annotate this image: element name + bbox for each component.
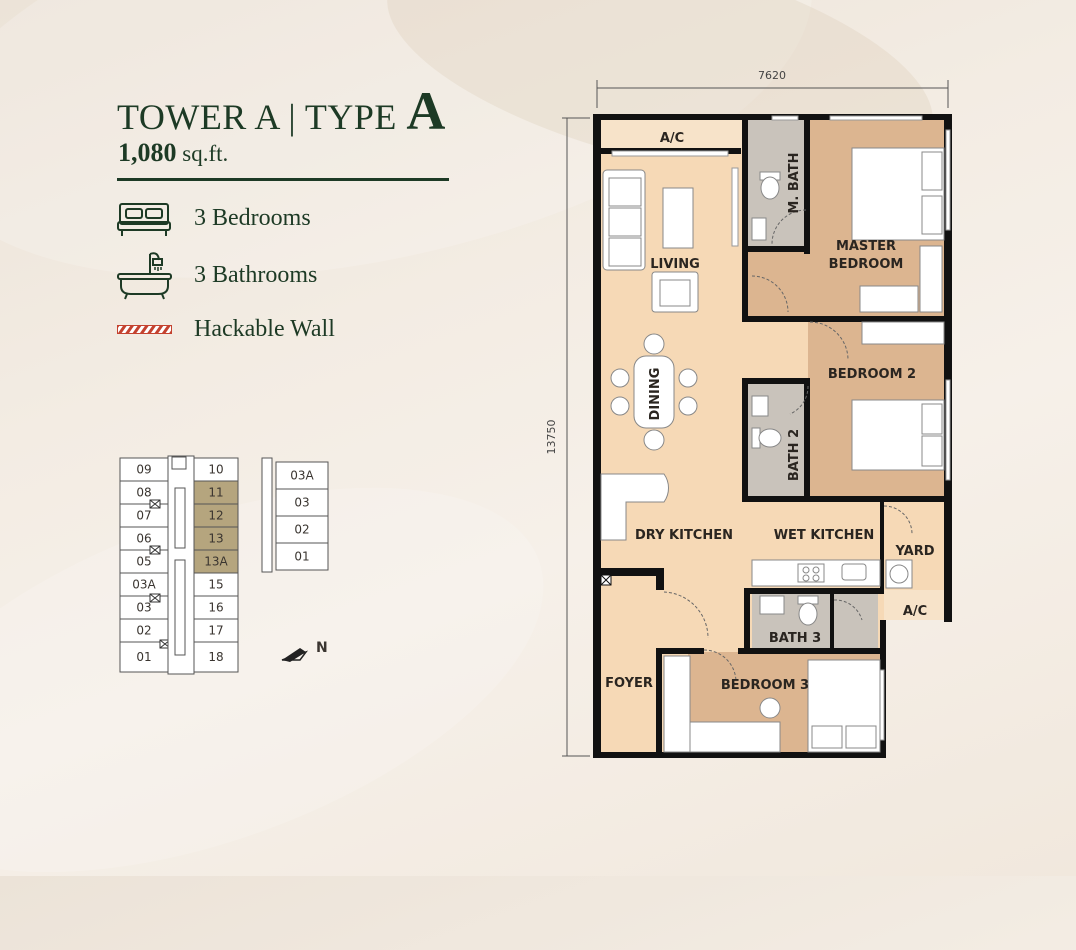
keyplan-unit-label: 01	[136, 650, 151, 664]
room-label-bedroom3: BEDROOM 3	[721, 678, 809, 693]
keyplan-unit-cell	[275, 542, 329, 571]
title-prefix: TOWER A | TYPE	[117, 97, 397, 137]
keyplan-unit-label: 03	[136, 601, 151, 615]
bathtub-icon	[117, 250, 172, 300]
door-swings	[663, 209, 913, 683]
room-label-wet-kitchen: WET KITCHEN	[774, 528, 875, 543]
keyplan-unit-label: 03A	[132, 578, 156, 592]
armchair-icon	[651, 271, 699, 313]
core-shaft	[174, 487, 186, 549]
keyplan-unit-label: 13	[208, 532, 223, 546]
basin-icon	[751, 395, 769, 417]
master-bedroom-floor	[748, 252, 810, 316]
page-title: TOWER A | TYPE A	[117, 80, 446, 142]
keyplan-unit-label: 01	[294, 550, 309, 564]
keyplan-unit-label: 09	[136, 463, 151, 477]
keyplan-shaft-cross	[149, 499, 161, 509]
keyplan-unit-label: 02	[294, 523, 309, 537]
keyplan-unit-cell	[275, 488, 329, 517]
toilet-icon	[759, 171, 781, 200]
feature-bathrooms: 3 Bathrooms	[117, 250, 317, 300]
unit-area: 1,080 sq.ft.	[118, 138, 228, 168]
core-lift	[171, 456, 187, 470]
room-label-ac-bottom: A/C	[903, 604, 927, 619]
toilet-icon	[797, 595, 819, 626]
bed-icon	[851, 399, 945, 471]
keyplan-unit-label: 12	[208, 509, 223, 523]
wardrobe-icon	[861, 321, 945, 345]
keyplan-unit-label: 05	[136, 555, 151, 569]
north-label: N	[316, 640, 328, 656]
hackable-wall-icon	[117, 324, 172, 336]
wet-kitchen-counter-icon	[751, 559, 881, 587]
keyplan-unit-label: 13A	[204, 555, 228, 569]
keyplan-unit-label: 08	[136, 486, 151, 500]
keyplan-unit-label: 11	[208, 486, 223, 500]
bed-icon	[807, 659, 881, 753]
keyplan-unit-label: 03A	[290, 469, 314, 483]
north-arrow-icon	[281, 648, 309, 662]
kitchen-island-icon	[600, 473, 670, 541]
floor-plan: 7620 13750	[545, 69, 952, 758]
ac-ledge	[884, 590, 944, 620]
keyplan-unit-label: 06	[136, 532, 151, 546]
wardrobe-icon	[859, 245, 943, 313]
room-label-dining: DINING	[648, 368, 663, 421]
core-shaft	[174, 559, 186, 656]
toilet-icon	[751, 427, 782, 449]
keyplan-unit-label: 10	[208, 463, 223, 477]
side-core	[261, 457, 273, 573]
keyplan-unit-cell	[275, 461, 329, 490]
room-label-living: LIVING	[650, 257, 700, 272]
room-label-foyer: FOYER	[605, 676, 653, 691]
basin-icon	[759, 595, 785, 615]
keyplan-unit-label: 18	[208, 650, 223, 664]
area-unit: sq.ft.	[182, 141, 229, 166]
keyplan-unit-label: 16	[208, 601, 223, 615]
bed-icon	[117, 198, 172, 238]
keyplan-unit-label: 07	[136, 509, 151, 523]
sofa-icon	[602, 169, 646, 271]
basin-icon	[751, 217, 767, 241]
wardrobe-icon	[663, 655, 691, 753]
shaft-cross	[600, 574, 612, 586]
coffee-table-icon	[662, 187, 694, 249]
bed-icon	[851, 147, 945, 241]
room-label-dry-kitchen: DRY KITCHEN	[635, 528, 733, 543]
dining-table-icon	[610, 333, 698, 451]
keyplan-unit-label: 17	[208, 624, 223, 638]
chair-icon	[759, 697, 781, 719]
dimension-width: 7620	[596, 69, 949, 108]
keyplan-shaft-cross	[149, 593, 161, 603]
room-label-bath2: BATH 2	[787, 429, 802, 481]
dimension-width-label: 7620	[758, 69, 786, 82]
title-type: A	[406, 81, 446, 141]
room-label-m-bath: M. BATH	[787, 152, 802, 213]
room-label-yard: YARD	[894, 544, 934, 559]
room-label-bedroom2: BEDROOM 2	[828, 367, 916, 382]
area-value: 1,080	[118, 138, 177, 167]
feature-bedrooms: 3 Bedrooms	[117, 198, 311, 238]
room-label-master-line2: BEDROOM	[829, 257, 904, 272]
feature-hackable-wall-label: Hackable Wall	[194, 316, 335, 342]
feature-bathrooms-label: 3 Bathrooms	[194, 261, 318, 288]
feature-bedrooms-label: 3 Bedrooms	[194, 204, 311, 231]
study-desk-icon	[689, 721, 781, 753]
windows	[611, 115, 951, 741]
room-label-bath3: BATH 3	[769, 631, 821, 646]
room-label-master-line1: MASTER	[836, 239, 896, 254]
keyplan-unit-label: 03	[294, 496, 309, 510]
dimension-height-label: 13750	[545, 420, 558, 455]
keyplan-unit-cell	[275, 515, 329, 544]
dimension-height: 13750	[545, 117, 590, 757]
room-label-ac-top: A/C	[660, 131, 684, 146]
feature-hackable-wall: Hackable Wall	[117, 316, 335, 343]
keyplan-shaft-cross	[149, 545, 161, 555]
ac-ledge	[600, 120, 742, 150]
washing-machine-icon	[885, 559, 913, 589]
keyplan-unit-label: 15	[208, 578, 223, 592]
title-divider	[117, 178, 449, 181]
keyplan-unit-label: 02	[136, 624, 151, 638]
